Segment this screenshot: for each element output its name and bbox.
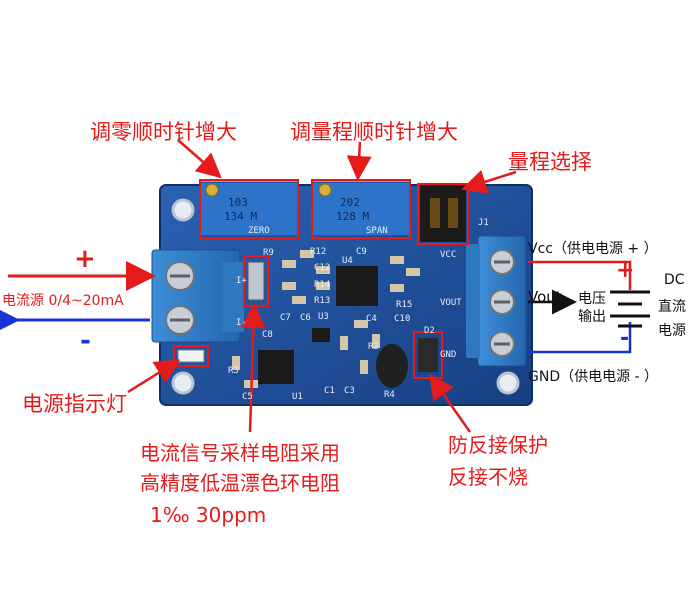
silk-r13: R13 bbox=[314, 296, 331, 306]
silk-c7: C7 bbox=[280, 313, 291, 323]
silk-c4: C4 bbox=[366, 314, 377, 324]
silk-i-minus: I- bbox=[236, 318, 247, 328]
zero-potentiometer bbox=[199, 179, 299, 239]
silk-r3: R3 bbox=[228, 366, 239, 376]
vout-label: Vout bbox=[528, 288, 562, 306]
range-select-label: 量程选择 bbox=[508, 150, 592, 174]
silk-vcc: VCC bbox=[440, 250, 457, 260]
silk-i-plus: I+ bbox=[236, 276, 247, 286]
sense-resistor-note-line2: 高精度低温漂色环电阻 bbox=[140, 471, 340, 495]
power-led bbox=[177, 349, 205, 363]
silk-vout: VOUT bbox=[440, 298, 462, 308]
silk-zero: ZERO bbox=[248, 226, 270, 236]
left-terminal-block bbox=[151, 249, 244, 343]
sense-resistor-note-line3: 1‰ 30ppm bbox=[150, 503, 267, 527]
u3-transistor bbox=[312, 328, 330, 342]
u4-chip bbox=[336, 266, 378, 306]
silk-d2: D2 bbox=[424, 326, 435, 336]
span-adjust-label: 调量程顺时针增大 bbox=[290, 120, 458, 144]
silk-r9: R9 bbox=[263, 248, 274, 258]
silk-c9: C9 bbox=[356, 247, 367, 257]
dc-label-line3: 电源 bbox=[658, 323, 686, 339]
silk-c3: C3 bbox=[344, 386, 355, 396]
pot-right-code: 202 bbox=[340, 196, 360, 209]
d2-diode bbox=[418, 338, 438, 372]
input-minus-sign: - bbox=[80, 326, 91, 356]
silk-c10: C10 bbox=[394, 314, 411, 324]
silk-u1: U1 bbox=[292, 392, 303, 402]
u2-regulator bbox=[376, 344, 408, 388]
silk-u4: U4 bbox=[342, 256, 353, 266]
silk-c12: C12 bbox=[314, 263, 331, 273]
silk-c1: C1 bbox=[324, 386, 335, 396]
power-led-label: 电源指示灯 bbox=[22, 392, 127, 416]
silk-r15: R15 bbox=[396, 300, 413, 310]
silk-r14: R14 bbox=[314, 280, 331, 290]
vcc-label: Vcc（供电电源 + ） bbox=[528, 241, 658, 257]
silk-c5: C5 bbox=[242, 392, 253, 402]
reverse-protect-line2: 反接不烧 bbox=[448, 465, 528, 489]
voltage-output-line1: 电压 bbox=[578, 291, 606, 307]
right-terminal-block bbox=[466, 235, 527, 367]
silk-span: SPAN bbox=[366, 226, 388, 236]
u1-chip bbox=[258, 350, 294, 384]
silk-r12: R12 bbox=[310, 247, 327, 257]
sense-resistor-note-line1: 电流信号采样电阻采用 bbox=[140, 441, 340, 465]
silk-u3: U3 bbox=[318, 312, 329, 322]
dc-plus-sign: + bbox=[616, 258, 635, 283]
dc-label-line2: 直流 bbox=[658, 299, 686, 315]
sense-resistor bbox=[247, 261, 265, 301]
silk-gnd: GND bbox=[440, 350, 457, 360]
pot-right-mark: 128 M bbox=[336, 210, 370, 223]
silk-r4: R4 bbox=[384, 390, 395, 400]
pot-left-mark: 134 M bbox=[224, 210, 258, 223]
pot-left-code: 103 bbox=[228, 196, 248, 209]
current-source-label: 电流源 0/4~20mA bbox=[2, 293, 124, 309]
range-jumper bbox=[417, 183, 469, 245]
silk-c6: C6 bbox=[300, 313, 311, 323]
silk-r2: R2 bbox=[368, 342, 379, 352]
zero-adjust-label: 调零顺时针增大 bbox=[90, 120, 237, 144]
dc-label-line1: DC bbox=[664, 272, 685, 288]
silk-c8: C8 bbox=[262, 330, 273, 340]
reverse-protect-line1: 防反接保护 bbox=[448, 433, 548, 457]
silk-j1: J1 bbox=[478, 218, 489, 228]
span-potentiometer bbox=[311, 179, 411, 239]
dc-minus-sign: - bbox=[620, 326, 630, 351]
gnd-label: GND（供电电源 - ） bbox=[528, 369, 659, 385]
input-plus-sign: + bbox=[74, 244, 96, 274]
voltage-output-line2: 输出 bbox=[578, 309, 606, 325]
